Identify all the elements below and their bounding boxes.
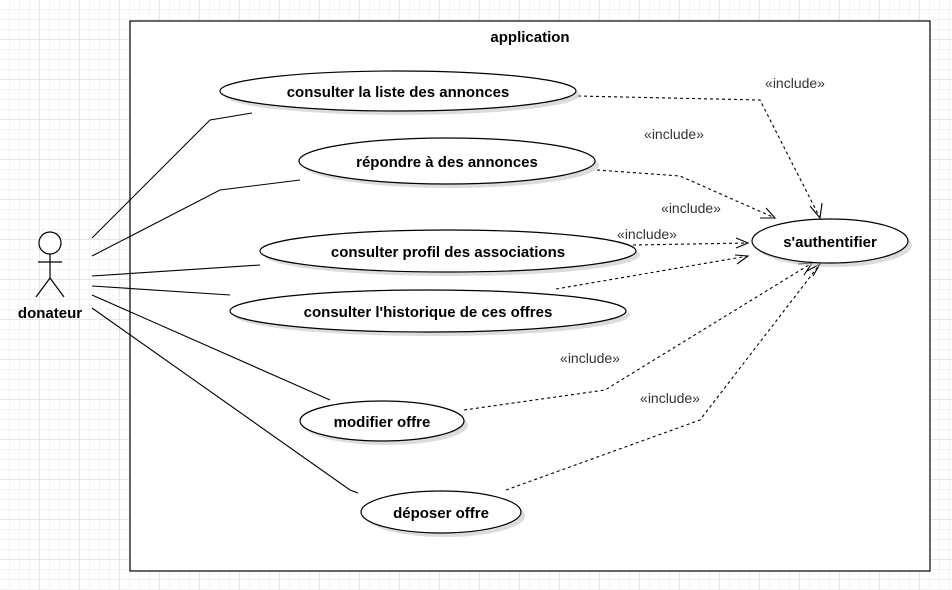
include-label: «include»	[765, 75, 825, 91]
association-line	[91, 112, 253, 239]
include-line	[577, 95, 821, 219]
actor-donateur[interactable]: donateur	[18, 231, 82, 322]
use-case-label: répondre à des annonces	[356, 154, 538, 171]
include-label: «include»	[640, 390, 700, 406]
include-arrowhead	[809, 202, 823, 220]
actor-name: donateur	[18, 305, 82, 322]
association-line	[91, 307, 359, 494]
include-line	[555, 255, 749, 290]
use-case-label: s'authentifier	[783, 234, 877, 251]
include-label: «include»	[644, 126, 704, 142]
use-case-deposer-offre[interactable]: déposer offre	[360, 490, 525, 537]
actor-head	[38, 231, 62, 255]
include-line	[596, 169, 776, 219]
use-case-consulter-liste-annonces[interactable]: consulter la liste des annonces	[219, 70, 580, 115]
use-case-label: consulter profil des associations	[331, 244, 565, 261]
use-case-modifier-offre[interactable]: modifier offre	[299, 400, 468, 445]
include-label: «include»	[661, 200, 721, 216]
use-case-label: consulter la liste des annonces	[287, 84, 510, 101]
association-line	[91, 294, 331, 401]
actor-right-leg	[49, 277, 65, 298]
association-line	[91, 264, 261, 277]
use-case-sauthentifier[interactable]: s'authentifier	[751, 218, 912, 267]
use-case-label: déposer offre	[393, 505, 489, 522]
include-line	[632, 242, 749, 246]
use-case-label: modifier offre	[334, 414, 431, 431]
include-arrowhead	[760, 207, 777, 219]
use-case-label: consulter l'historique de ces offres	[304, 304, 553, 321]
actor-left-leg	[35, 277, 51, 298]
use-case-repondre-annonces[interactable]: répondre à des annonces	[298, 137, 599, 188]
include-arrowhead	[735, 237, 750, 249]
include-arrowhead	[734, 254, 750, 265]
association-line	[91, 179, 301, 257]
association-line	[91, 285, 231, 296]
use-case-consulter-historique-offres[interactable]: consulter l'historique de ces offres	[229, 289, 630, 336]
use-case-consulter-profil-associations[interactable]: consulter profil des associations	[259, 229, 640, 276]
include-label: «include»	[560, 350, 620, 366]
system-title: application	[490, 29, 569, 46]
include-label: «include»	[617, 226, 677, 242]
include-line	[505, 263, 821, 491]
